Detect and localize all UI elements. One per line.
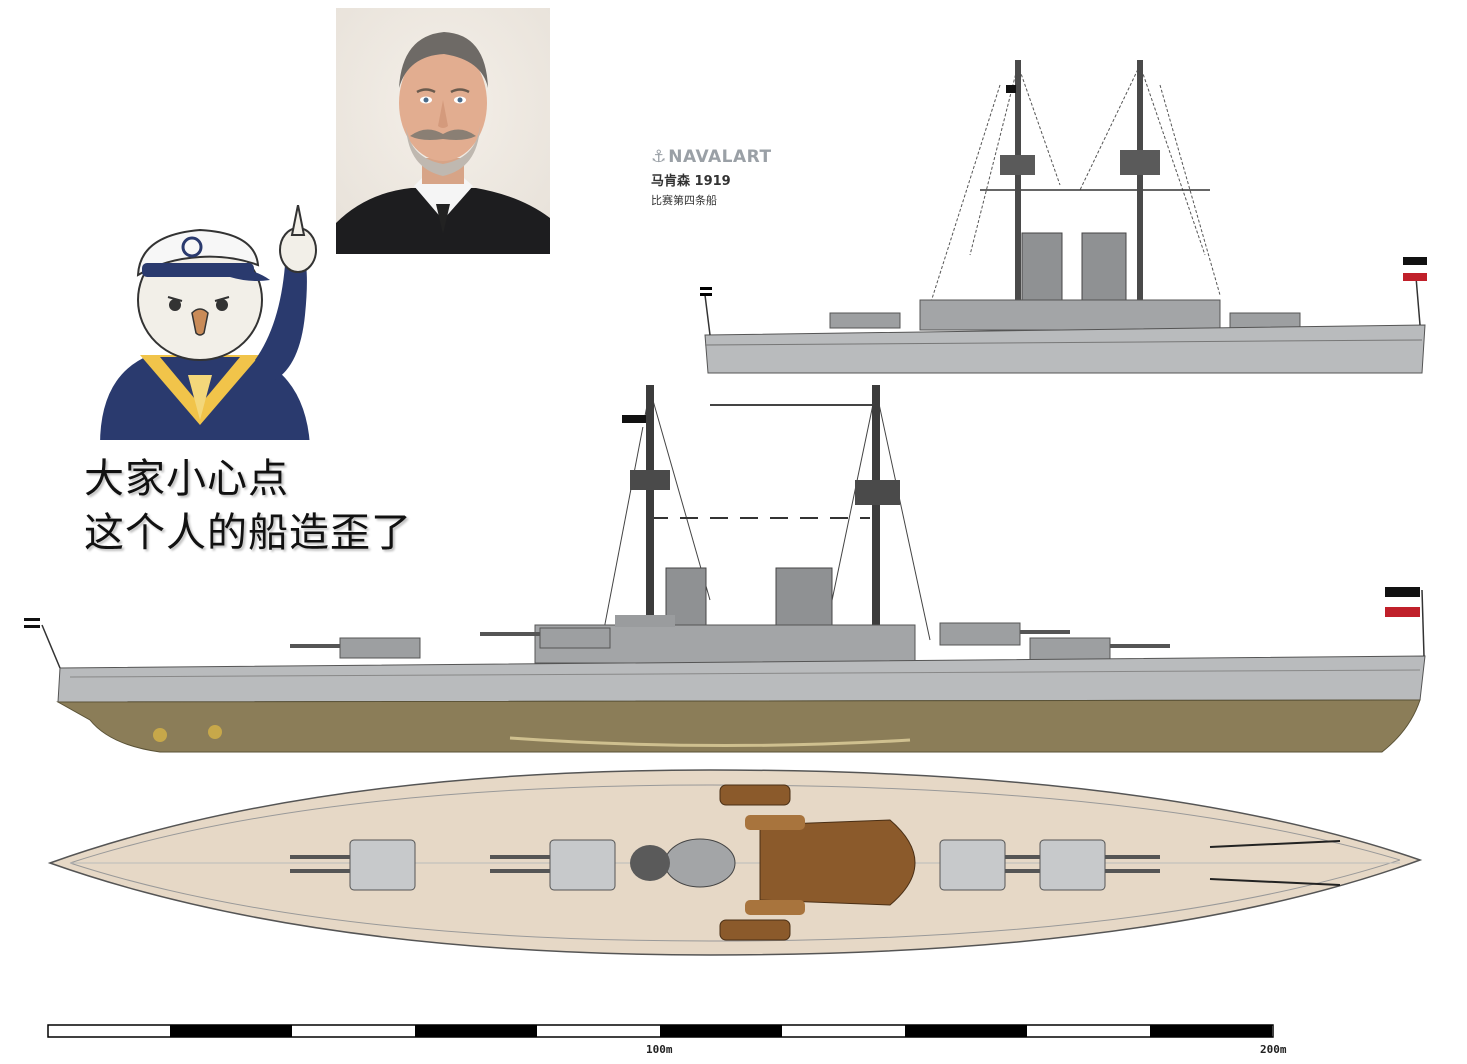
officer-portrait: [336, 8, 550, 254]
scale-bar: 100m 200m: [40, 1015, 1300, 1064]
brand-name: NAVALART: [668, 147, 772, 167]
ship-side-profile: [10, 380, 1440, 760]
reference-ship-profile: [698, 55, 1430, 380]
meme-caption: 大家小心点 这个人的船造歪了: [80, 440, 450, 556]
scale-label-200m: 200m: [1260, 1043, 1287, 1056]
ship-deck-plan: [10, 765, 1450, 965]
scale-label-100m: 100m: [646, 1043, 673, 1056]
ship-title: 马肯森 1919: [651, 174, 731, 189]
anchor-icon: ⚓: [651, 147, 667, 167]
sailor-pigeon-mascot: [80, 204, 345, 445]
meme-line-2: 这个人的船造歪了: [84, 510, 412, 556]
ship-subtitle: 比赛第四条船: [651, 194, 717, 207]
navalart-title-block: ⚓NAVALART 马肯森 1919 比赛第四条船: [651, 147, 772, 208]
meme-line-1: 大家小心点: [84, 456, 289, 502]
